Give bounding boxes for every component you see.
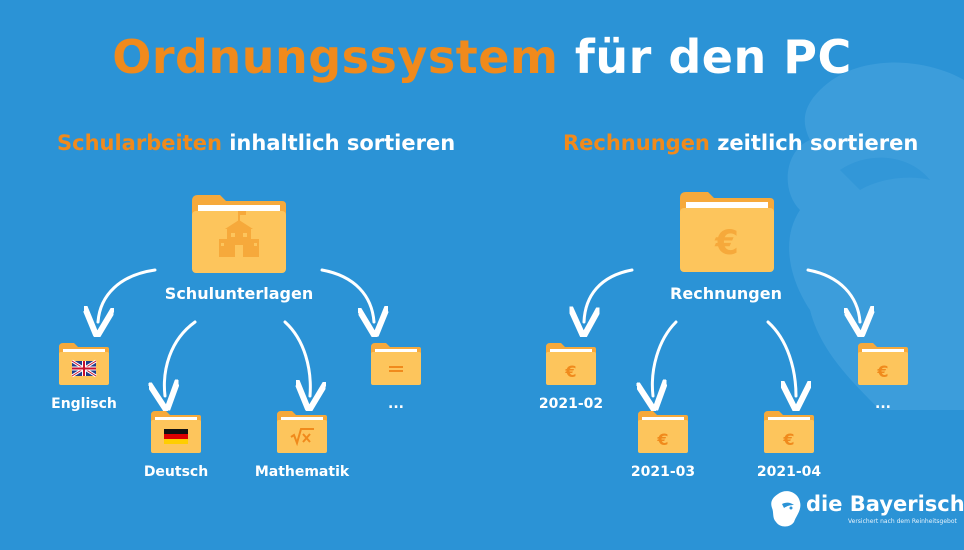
arrow-left-1 <box>98 268 157 322</box>
german-folder-icon[interactable] <box>150 410 202 454</box>
math-folder-icon[interactable] <box>276 410 328 454</box>
right-heading-highlight: Rechnungen <box>563 131 710 155</box>
english-folder-icon[interactable] <box>58 342 110 386</box>
child-label-englisch: Englisch <box>51 396 117 412</box>
brand-logo: die Bayerische Versichert nach dem Reinh… <box>770 490 964 534</box>
child-label-mathematik: Mathematik <box>254 464 350 480</box>
lion-watermark-icon <box>787 62 964 410</box>
euro-symbol: € <box>656 430 668 449</box>
invoice-folder-label: Rechnungen <box>670 284 782 303</box>
left-heading-highlight: Schularbeiten <box>57 131 222 155</box>
lion-logo-icon <box>771 491 801 527</box>
arrow-right-4 <box>806 268 860 322</box>
child-label-2021-02: 2021-02 <box>538 396 604 412</box>
logo-name: die Bayerische <box>806 492 964 516</box>
euro-symbol-main: € <box>714 223 739 263</box>
title-highlight: Ordnungssystem <box>112 30 559 84</box>
arrow-left-2 <box>164 320 197 396</box>
arrow-left-3 <box>283 320 310 396</box>
euro-folder-icon[interactable]: € <box>637 410 689 454</box>
child-label-left-more: ... <box>388 396 404 412</box>
title-rest: für den PC <box>574 30 852 84</box>
right-heading: Rechnungen zeitlich sortieren <box>563 131 918 155</box>
child-label-2021-04: 2021-04 <box>756 464 822 480</box>
page-title: Ordnungssystem für den PC <box>0 30 964 84</box>
child-label-deutsch: Deutsch <box>143 464 209 480</box>
euro-symbol: € <box>564 362 576 381</box>
child-label-right-more: ... <box>875 396 891 412</box>
arrow-right-3 <box>766 320 796 396</box>
left-heading-rest: inhaltlich sortieren <box>229 131 456 155</box>
other-folder-icon[interactable] <box>370 342 422 386</box>
euro-symbol: € <box>876 362 888 381</box>
euro-symbol: € <box>782 430 794 449</box>
child-label-2021-03: 2021-03 <box>630 464 696 480</box>
arrow-right-2 <box>652 320 678 396</box>
school-folder-icon[interactable] <box>190 193 288 275</box>
euro-folder-icon[interactable]: € <box>545 342 597 386</box>
invoice-folder-icon[interactable]: € <box>678 190 776 274</box>
left-heading: Schularbeiten inhaltlich sortieren <box>57 131 455 155</box>
euro-folder-icon[interactable]: € <box>857 342 909 386</box>
euro-folder-icon[interactable]: € <box>763 410 815 454</box>
logo-tagline: Versichert nach dem Reinheitsgebot <box>848 518 957 525</box>
school-folder-label: Schulunterlagen <box>164 284 314 303</box>
arrow-left-4 <box>320 268 374 322</box>
arrow-right-1 <box>584 268 634 322</box>
right-heading-rest: zeitlich sortieren <box>717 131 919 155</box>
